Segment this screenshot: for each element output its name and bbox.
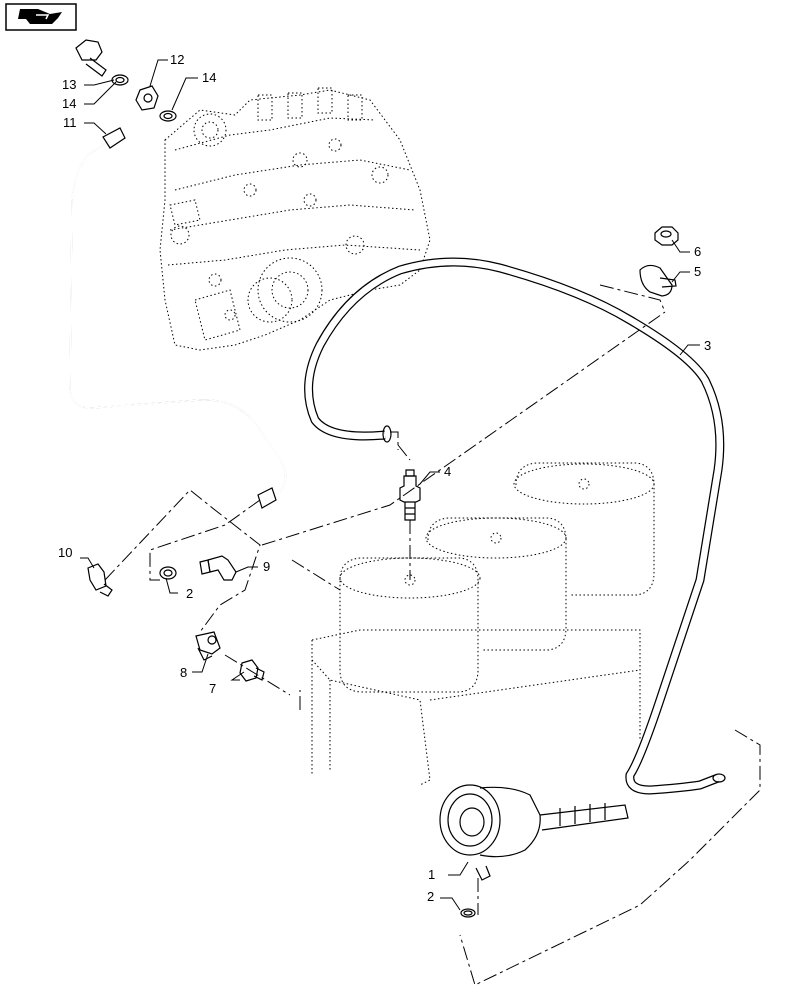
fitting-part-4 [399, 469, 421, 521]
assembly-centerlines [104, 284, 761, 986]
back-button[interactable] [5, 3, 77, 31]
clip-part-5 [639, 264, 677, 297]
callout-7: 7 [209, 681, 216, 696]
banjo-connector-part-12 [135, 85, 159, 111]
banjo-fitting-part-8 [195, 631, 221, 661]
vacuum-valve-part-1 [439, 784, 629, 881]
callout-9: 9 [263, 559, 270, 574]
ring-part-2-upper [159, 566, 177, 580]
clamp-part-2-lower [460, 908, 476, 918]
callout-14-right: 14 [202, 70, 216, 85]
bolt-part-13 [75, 39, 107, 77]
callout-6: 6 [694, 244, 701, 259]
callout-4: 4 [444, 464, 451, 479]
back-arrow-icon [18, 9, 62, 24]
engine-outline [159, 87, 431, 351]
callout-1: 1 [428, 867, 435, 882]
callout-14-left: 14 [62, 96, 76, 111]
callout-11: 11 [63, 115, 77, 130]
callout-8: 8 [180, 665, 187, 680]
elbow-part-10 [87, 563, 113, 597]
connector-part-7 [239, 659, 265, 682]
hose-part-3 [304, 257, 726, 795]
callout-2-upper: 2 [186, 586, 193, 601]
callout-3: 3 [704, 338, 711, 353]
callout-leaders [80, 59, 700, 911]
callout-labels: 1 2 3 4 5 6 7 8 9 2 10 11 12 13 14 14 [58, 52, 711, 904]
callout-13: 13 [62, 77, 76, 92]
nut-part-6 [654, 226, 679, 246]
callout-10: 10 [58, 545, 72, 560]
fuel-line-part-11 [69, 127, 287, 509]
callout-5: 5 [694, 264, 701, 279]
washer-part-14-right [159, 110, 177, 122]
callout-2-lower: 2 [427, 889, 434, 904]
callout-12: 12 [170, 52, 184, 67]
filter-housing-outline [311, 462, 655, 786]
elbow-part-9 [199, 555, 237, 581]
